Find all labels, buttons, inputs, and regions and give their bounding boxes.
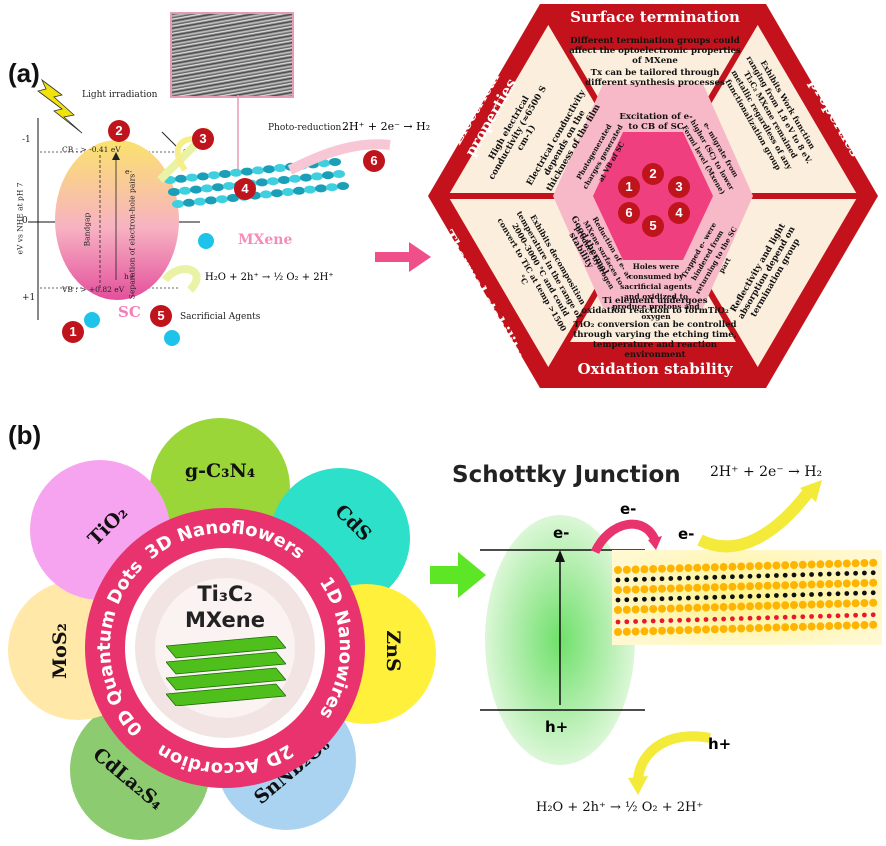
bandgap-label: Bandgap: [82, 212, 92, 247]
hex-marker-4: 4: [668, 202, 690, 224]
panel-b-label: (b): [8, 420, 42, 450]
photo-reduction-label: Photo-reduction :: [268, 123, 348, 133]
marker-1-a: 1: [62, 321, 84, 343]
e-label-3: e-: [678, 525, 695, 543]
vb-label: VB : > +0.82 eV: [62, 285, 125, 294]
properties-hexagon: [428, 4, 878, 388]
sacrificial-label: Sacrificial Agents: [180, 312, 261, 322]
arrow-to-schottky-icon: [430, 552, 486, 598]
center-title-2: MXene: [185, 608, 265, 632]
arrow-to-hexagon-icon: [375, 242, 431, 272]
y-axis-label: eV vs NHE at pH 7: [15, 182, 25, 255]
band-diagram: [28, 118, 200, 320]
eq-h2-b: 2H⁺ + 2e⁻ → H₂: [710, 464, 823, 480]
eq-o2-b: H₂O + 2h⁺ → ½ O₂ + 2H⁺: [536, 800, 704, 815]
center-title-1: Ti₃C₂: [197, 582, 253, 606]
mxene-crystal-icon: [166, 636, 286, 706]
marker-5-a: 5: [150, 305, 172, 327]
sacrificial-dot-3: [198, 233, 214, 249]
marker-6-a: 6: [363, 150, 385, 172]
light-irradiation-label: Light irradiation: [82, 90, 158, 100]
tick-plus1: +1: [22, 293, 36, 303]
hex-inner-text-1: Excitation of e- to CB of SC: [619, 112, 693, 132]
marker-3-a: 3: [192, 128, 214, 150]
petal-label-zns: ZnS: [382, 630, 404, 672]
hex-bottom-text-1: Ti element undergoes oxidation reaction …: [581, 296, 729, 316]
e-minus-label: e-: [125, 167, 132, 176]
petal-label-mos2: MoS₂: [49, 623, 71, 679]
tick-0: 0: [22, 216, 28, 226]
eq-h2-a: 2H⁺ + 2e⁻ → H₂: [342, 120, 431, 133]
sacrificial-dot-2: [164, 330, 180, 346]
sem-image: [170, 12, 294, 98]
hex-marker-5: 5: [642, 215, 664, 237]
hex-header-top: Surface termination: [570, 8, 740, 26]
tick-minus1: -1: [22, 135, 31, 145]
schottky-diagram: [480, 480, 882, 795]
mxene-label: MXene: [238, 232, 293, 248]
h-label-2: h+: [708, 735, 732, 753]
sc-label: SC: [118, 303, 141, 321]
schottky-title: Schottky Junction: [452, 462, 681, 488]
marker-4-a: 4: [234, 178, 256, 200]
cb-label: CB : > -0.41 eV: [62, 145, 121, 154]
hex-bottom-text-2: TiO₂ conversion can be controlled throug…: [573, 320, 737, 360]
hex-marker-2: 2: [642, 163, 664, 185]
sacrificial-dot-1: [84, 312, 100, 328]
hex-marker-3: 3: [668, 176, 690, 198]
petal-label-g-c3n4: g-C₃N₄: [184, 460, 256, 482]
marker-2-a: 2: [108, 120, 130, 142]
hex-top-text-2: Tx can be tailored through different syn…: [585, 68, 725, 88]
e-label-2: e-: [620, 500, 637, 518]
hex-top-text-1: Different termination groups could affec…: [569, 36, 741, 66]
mxene-structure-icon: [164, 158, 349, 208]
eq-o2-a: H₂O + 2h⁺ → ½ O₂ + 2H⁺: [205, 272, 334, 283]
h-plus-label: h+: [124, 272, 136, 281]
lightning-icon: [37, 78, 83, 134]
hex-header-bottom: Oxidation stability: [577, 360, 733, 378]
hex-inner-text-4: Holes were consumed by sacrificial agent…: [612, 262, 700, 321]
panel-a-label: (a): [8, 58, 40, 88]
hex-marker-6: 6: [618, 202, 640, 224]
separation-label: Separation of electron-hole pairs: [127, 173, 137, 300]
hex-marker-1: 1: [618, 176, 640, 198]
e-label-1: e-: [553, 524, 570, 542]
h-label-1: h+: [545, 718, 569, 736]
